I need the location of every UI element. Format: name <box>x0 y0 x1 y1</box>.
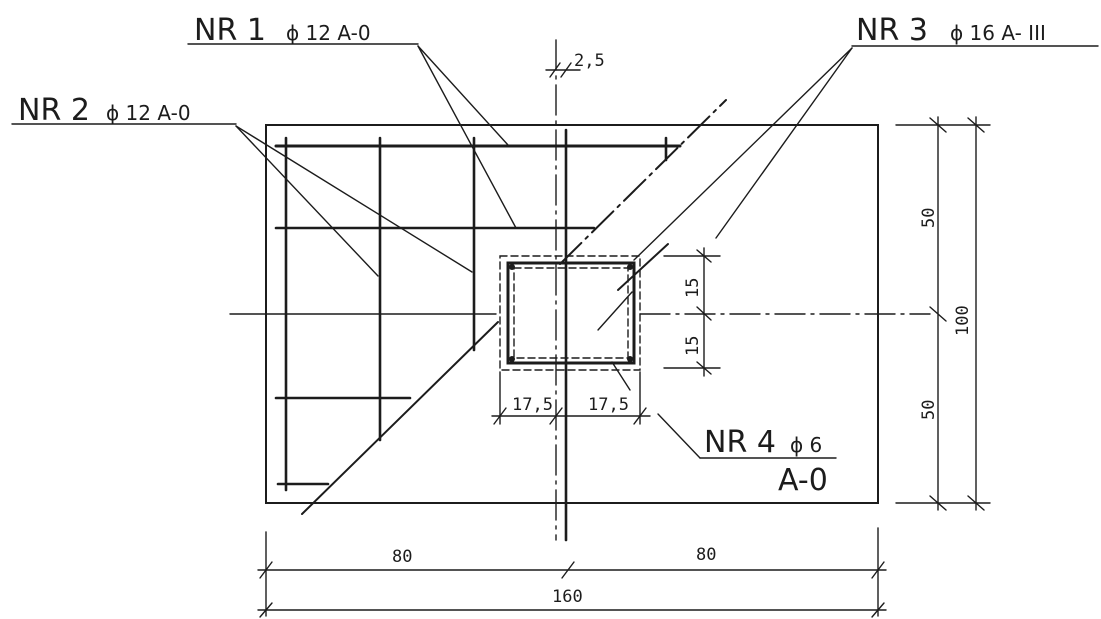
label-nr4-mark: NR 4 <box>704 425 776 460</box>
label-nr1-mark: NR 1 <box>194 13 266 48</box>
right-dimensions <box>895 116 991 511</box>
column-outline <box>499 255 641 371</box>
leader-nr4 <box>611 361 631 391</box>
dim-cover: 2,5 <box>574 51 605 71</box>
column-width-dimensions <box>491 371 651 425</box>
label-nr2-spec: ϕ 12 A-0 <box>106 101 191 125</box>
centerlines <box>229 39 931 541</box>
tick <box>259 602 273 618</box>
diagonal-lines <box>301 99 727 515</box>
tick <box>967 495 985 511</box>
tick <box>871 602 885 618</box>
corner-bar <box>509 356 515 362</box>
tick <box>696 306 712 321</box>
stirrup-nr4 <box>506 261 636 365</box>
label-nr1-spec: ϕ 12 A-0 <box>286 21 371 45</box>
leader-nr3 <box>597 291 633 331</box>
dim-column-half-h-top: 15 <box>683 278 703 298</box>
tick <box>929 495 947 511</box>
tick <box>633 407 647 425</box>
tick <box>929 117 947 133</box>
tick <box>967 117 985 133</box>
tick <box>549 407 563 425</box>
stirrup-inner <box>513 267 629 359</box>
corner-bar <box>627 264 633 270</box>
leader-nr2 <box>235 125 379 277</box>
label-nr3-spec: ϕ 16 A- III <box>950 21 1046 45</box>
diagonal-line <box>559 99 727 265</box>
leader-lines <box>11 43 1099 459</box>
horizontal-bars <box>274 144 682 486</box>
dim-column-half-w-left: 17,5 <box>512 395 553 415</box>
diagonal-line <box>617 243 669 291</box>
tick <box>493 407 507 425</box>
dim-half-width-left: 80 <box>392 547 412 567</box>
tick <box>871 561 885 579</box>
tick <box>696 361 712 375</box>
column-height-dimensions <box>663 247 721 377</box>
dim-total-height: 100 <box>953 305 973 336</box>
tick <box>696 249 712 263</box>
label-nr4-grade: A-0 <box>778 463 828 498</box>
tick <box>549 62 561 78</box>
dim-half-height-top: 50 <box>919 208 939 228</box>
tick <box>929 306 947 322</box>
leader-nr1 <box>417 45 509 146</box>
dim-column-half-h-bottom: 15 <box>683 336 703 356</box>
tick <box>560 62 572 78</box>
leader-nr3 <box>715 47 853 239</box>
leader-nr2 <box>235 125 473 273</box>
diagonal-line <box>301 321 499 515</box>
label-nr4-spec: ϕ 6 <box>790 433 822 457</box>
label-nr3-mark: NR 3 <box>856 13 928 48</box>
column <box>499 255 641 371</box>
dim-half-width-right: 80 <box>696 545 716 565</box>
label-nr2-mark: NR 2 <box>18 93 90 128</box>
dim-half-height-bottom: 50 <box>919 400 939 420</box>
tick <box>561 561 575 579</box>
leader-nr4 <box>657 413 701 459</box>
leader-nr3 <box>633 47 853 261</box>
dim-column-half-w-right: 17,5 <box>588 395 629 415</box>
cover-dimension <box>545 62 581 78</box>
tick <box>259 561 273 579</box>
leader-nr1 <box>417 45 517 229</box>
corner-bar <box>627 356 633 362</box>
dim-total-width: 160 <box>552 587 583 607</box>
corner-bar <box>509 264 515 270</box>
bottom-dimensions <box>257 527 887 618</box>
